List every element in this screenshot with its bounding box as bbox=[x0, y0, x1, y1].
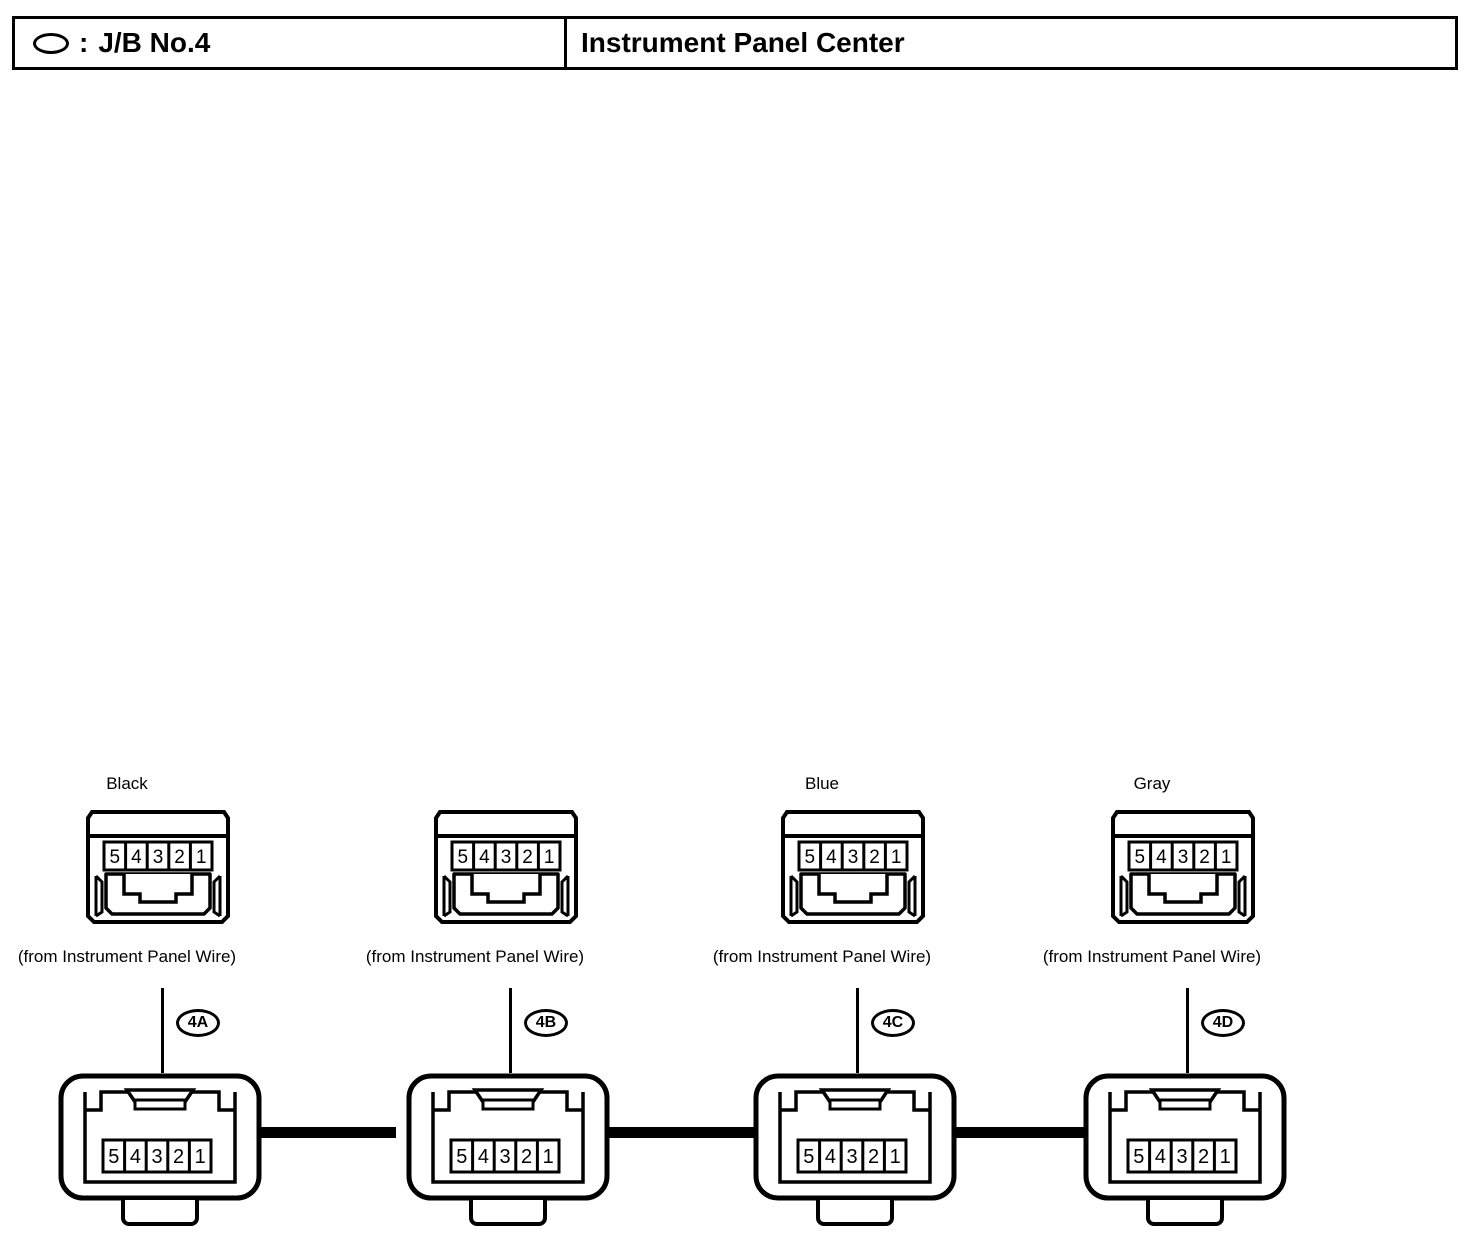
top-pin-label: 1 bbox=[196, 847, 207, 868]
from-wire-caption: (from Instrument Panel Wire) bbox=[17, 947, 237, 966]
bottom-pin-label: 4 bbox=[1155, 1146, 1166, 1168]
top-connector-drawing: 5 4 3 2 1 bbox=[1111, 810, 1255, 924]
from-wire-caption: (from Instrument Panel Wire) bbox=[365, 947, 585, 966]
lead-line bbox=[509, 988, 512, 1073]
top-pin-label: 2 bbox=[522, 847, 533, 868]
header-colon: : bbox=[79, 27, 89, 58]
bottom-pin-label: 1 bbox=[1220, 1146, 1231, 1168]
connector-group-4d: Gray 5 4 bbox=[1035, 0, 1395, 1240]
connector-group-4c: Blue 5 4 bbox=[705, 0, 1065, 1240]
top-pin-label: 4 bbox=[1156, 847, 1167, 868]
connector-code-badge[interactable]: 4A bbox=[176, 1009, 220, 1037]
connector-group-4a: Black bbox=[10, 0, 370, 1240]
bottom-connector-drawing: 5 4 3 2 1 bbox=[753, 1073, 957, 1226]
top-pin-label: 3 bbox=[501, 847, 512, 868]
bottom-pin-row bbox=[449, 1138, 561, 1174]
top-pin-row bbox=[1127, 840, 1239, 872]
wire-segment-4c-4d bbox=[935, 1127, 1085, 1138]
top-pin-label: 3 bbox=[153, 847, 164, 868]
header-left-cell: : J/B No.4 bbox=[15, 19, 567, 67]
wire-segment-4a-4b bbox=[248, 1127, 396, 1138]
bottom-pin-label: 5 bbox=[803, 1146, 814, 1168]
bottom-pin-label: 2 bbox=[1198, 1146, 1209, 1168]
top-pin-label: 5 bbox=[110, 847, 121, 868]
bottom-connector-drawing: 5 4 3 2 1 bbox=[1083, 1073, 1287, 1226]
top-connector-4b[interactable]: 5 4 3 2 1 bbox=[416, 808, 596, 928]
bottom-connector-4b[interactable]: 5 4 3 2 1 bbox=[403, 1070, 613, 1230]
bottom-pin-label: 3 bbox=[499, 1146, 510, 1168]
bottom-pin-row bbox=[796, 1138, 908, 1174]
bottom-connector-drawing: 5 4 3 2 1 bbox=[58, 1073, 262, 1226]
top-pin-label: 2 bbox=[1199, 847, 1210, 868]
bottom-pin-label: 3 bbox=[1176, 1146, 1187, 1168]
connector-code-badge[interactable]: 4B bbox=[524, 1009, 568, 1037]
top-connector-4a[interactable]: 5 4 3 2 1 bbox=[68, 808, 248, 928]
bottom-pin-label: 3 bbox=[846, 1146, 857, 1168]
top-pin-label: 4 bbox=[826, 847, 837, 868]
top-connector-drawing: 5 4 3 2 1 bbox=[86, 810, 230, 924]
connector-color-label: Black bbox=[106, 774, 148, 793]
top-pin-label: 3 bbox=[1178, 847, 1189, 868]
header-right-cell: Instrument Panel Center bbox=[567, 19, 1455, 67]
connector-color-label: Blue bbox=[804, 774, 840, 793]
bottom-pin-label: 4 bbox=[130, 1146, 141, 1168]
header-left-title: J/B No.4 bbox=[98, 27, 211, 58]
top-pin-label: 4 bbox=[131, 847, 142, 868]
lead-line bbox=[856, 988, 859, 1073]
from-wire-caption: (from Instrument Panel Wire) bbox=[1042, 947, 1262, 966]
oval-icon bbox=[33, 32, 69, 54]
connector-code-badge[interactable]: 4C bbox=[871, 1009, 915, 1037]
top-pin-label: 3 bbox=[848, 847, 859, 868]
bottom-pin-label: 1 bbox=[195, 1146, 206, 1168]
top-pin-label: 5 bbox=[458, 847, 469, 868]
bottom-pin-row bbox=[1126, 1138, 1238, 1174]
header-bar: : J/B No.4 Instrument Panel Center bbox=[12, 16, 1458, 70]
bottom-pin-label: 5 bbox=[1133, 1146, 1144, 1168]
bottom-connector-4d[interactable]: 5 4 3 2 1 bbox=[1080, 1070, 1290, 1230]
bottom-pin-label: 1 bbox=[890, 1146, 901, 1168]
connector-code-badge[interactable]: 4D bbox=[1201, 1009, 1245, 1037]
top-pin-label: 1 bbox=[891, 847, 902, 868]
top-pin-label: 1 bbox=[544, 847, 555, 868]
bottom-connector-drawing: 5 4 3 2 1 bbox=[406, 1073, 610, 1226]
bottom-connector-4a[interactable]: 5 4 3 2 1 bbox=[55, 1070, 265, 1230]
connector-color-label: Gray bbox=[1133, 774, 1171, 793]
top-connector-4d[interactable]: 5 4 3 2 1 bbox=[1093, 808, 1273, 928]
top-pin-row bbox=[797, 840, 909, 872]
top-pin-label: 5 bbox=[805, 847, 816, 868]
bottom-pin-label: 5 bbox=[108, 1146, 119, 1168]
top-pin-label: 4 bbox=[479, 847, 490, 868]
top-pin-label: 2 bbox=[869, 847, 880, 868]
top-connector-drawing: 5 4 3 2 1 bbox=[434, 810, 578, 924]
bottom-pin-row bbox=[101, 1138, 213, 1174]
bottom-pin-label: 2 bbox=[173, 1146, 184, 1168]
bottom-pin-label: 4 bbox=[825, 1146, 836, 1168]
wire-segment-4b-4c bbox=[590, 1127, 760, 1138]
bottom-pin-label: 2 bbox=[521, 1146, 532, 1168]
bottom-pin-label: 2 bbox=[868, 1146, 879, 1168]
from-wire-caption: (from Instrument Panel Wire) bbox=[712, 947, 932, 966]
connector-group-4b: 5 4 3 2 1 (from Instrument Panel Wire) 4… bbox=[358, 0, 718, 1240]
lead-line bbox=[161, 988, 164, 1073]
top-pin-row bbox=[102, 840, 214, 872]
bottom-pin-label: 3 bbox=[151, 1146, 162, 1168]
bottom-pin-label: 5 bbox=[456, 1146, 467, 1168]
bottom-pin-label: 4 bbox=[478, 1146, 489, 1168]
top-pin-label: 2 bbox=[174, 847, 185, 868]
lead-line bbox=[1186, 988, 1189, 1073]
top-pin-label: 1 bbox=[1221, 847, 1232, 868]
bottom-connector-4c[interactable]: 5 4 3 2 1 bbox=[750, 1070, 960, 1230]
top-pin-row bbox=[450, 840, 562, 872]
bottom-pin-label: 1 bbox=[543, 1146, 554, 1168]
header-right-title: Instrument Panel Center bbox=[581, 27, 905, 58]
top-connector-4c[interactable]: 5 4 3 2 1 bbox=[763, 808, 943, 928]
top-pin-label: 5 bbox=[1135, 847, 1146, 868]
top-connector-drawing: 5 4 3 2 1 bbox=[781, 810, 925, 924]
